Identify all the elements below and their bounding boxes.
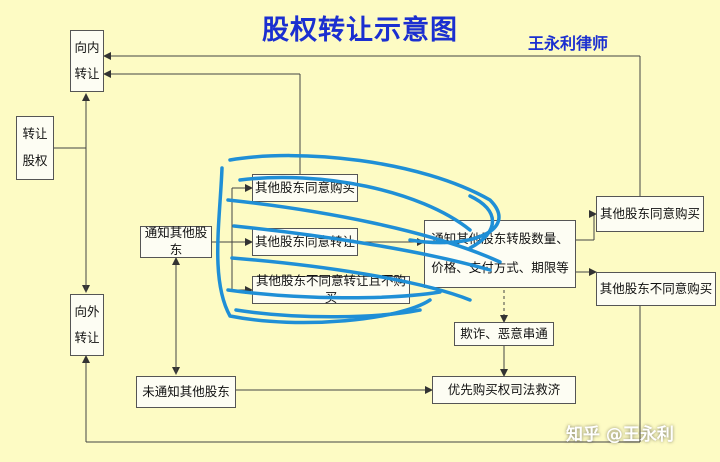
node-internal-line2: 转让 — [74, 65, 100, 81]
node-notify-terms-line1: 通知其他股东转股数量、 — [431, 231, 569, 247]
node-fraud: 欺诈、恶意串通 — [454, 322, 554, 346]
node-not-notify: 未通知其他股东 — [136, 376, 236, 408]
node-internal-line1: 向内 — [74, 39, 100, 55]
diagram-title: 股权转让示意图 — [262, 15, 458, 46]
node-right-disagree: 其他股东不同意购买 — [596, 272, 716, 306]
node-transfer-equity: 转让 股权 — [16, 116, 54, 180]
node-remedy: 优先购买权司法救济 — [432, 376, 576, 404]
node-disagree: 其他股东不同意转让且不购买 — [252, 273, 410, 305]
node-transfer-equity-line2: 股权 — [22, 153, 48, 169]
node-transfer-equity-line1: 转让 — [22, 126, 48, 142]
node-notify: 通知其他股东 — [140, 225, 212, 258]
node-internal: 向内 转让 — [70, 30, 104, 92]
node-external: 向外 转让 — [70, 294, 104, 356]
node-external-line2: 转让 — [74, 329, 100, 345]
watermark: 知乎 @王永利 — [566, 425, 674, 445]
node-right-agree: 其他股东同意购买 — [596, 196, 704, 232]
author-label: 王永利律师 — [528, 34, 609, 53]
node-external-line1: 向外 — [74, 303, 100, 319]
